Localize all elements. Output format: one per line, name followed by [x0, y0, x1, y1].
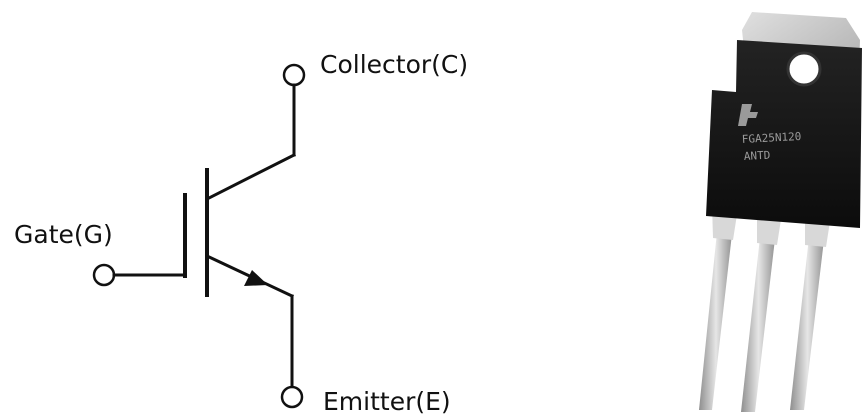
- gate-terminal-icon: [92, 263, 116, 287]
- package-marking-line-2: ANTD: [743, 149, 770, 163]
- collector-terminal-icon: [282, 63, 306, 87]
- igbt-symbol: [92, 63, 306, 409]
- gate-label: Gate(G): [14, 220, 113, 249]
- package-marking-line-1: FGA25N120: [741, 130, 801, 146]
- igbt-package-photo: FGA25N120 ANTD: [699, 12, 862, 412]
- collector-label: Collector(C): [320, 50, 468, 79]
- package-body: [706, 40, 862, 228]
- mounting-hole-icon: [786, 51, 822, 87]
- emitter-label: Emitter(E): [323, 387, 451, 416]
- emitter-arrow-icon: [244, 270, 268, 286]
- manufacturer-logo-icon: [738, 104, 758, 126]
- collector-diagonal: [204, 152, 297, 202]
- lead-middle: [741, 228, 776, 412]
- lead-right: [790, 228, 825, 410]
- emitter-terminal-icon: [280, 385, 304, 409]
- lead-left: [699, 222, 733, 410]
